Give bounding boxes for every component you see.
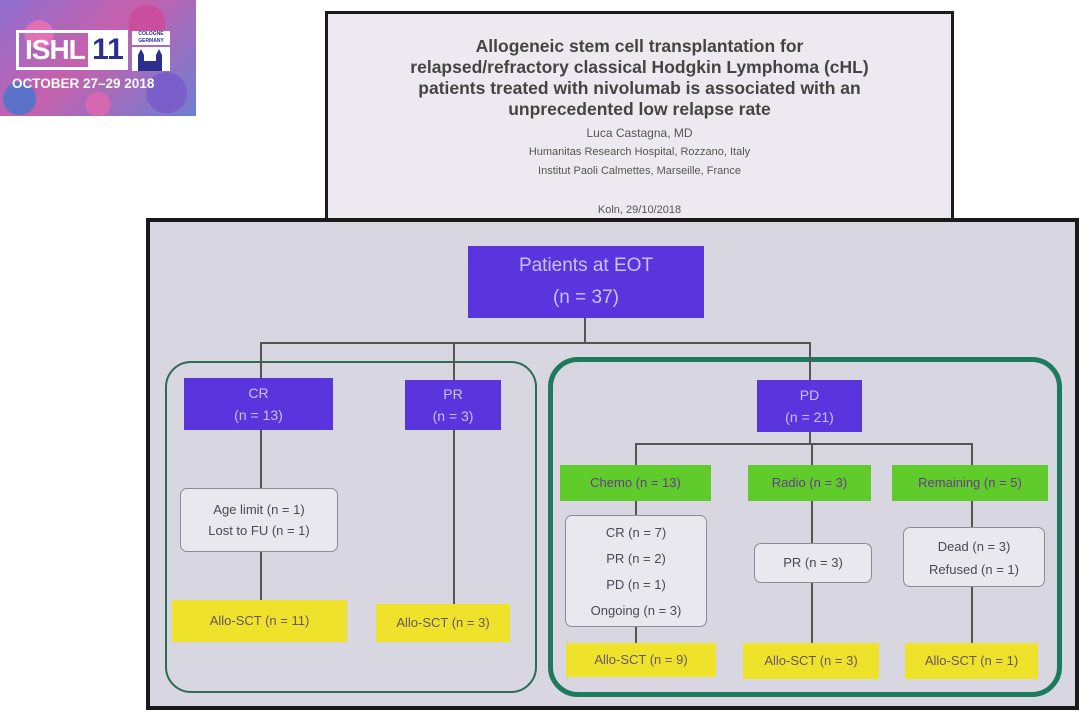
connector [584, 317, 586, 342]
cr-box: CR (n = 13) [184, 378, 333, 430]
box-line: (n = 21) [785, 409, 834, 425]
box-line: Age limit (n = 1) [213, 502, 305, 517]
box-line: PD [799, 387, 820, 403]
pd-box: PD (n = 21) [757, 380, 862, 432]
title-slide: Allogeneic stem cell transplantation for… [325, 11, 954, 223]
box-line: PR (n = 2) [606, 551, 666, 566]
chemo-box: Chemo (n = 13) [560, 465, 711, 501]
connector [811, 583, 813, 643]
box-line: CR (n = 7) [605, 525, 667, 540]
cr-exclusions-box: Age limit (n = 1) Lost to FU (n = 1) [180, 488, 338, 552]
connector [811, 443, 813, 465]
cathedral-icon [132, 47, 170, 71]
slide-location-date: Koln, 29/10/2018 [597, 204, 682, 216]
logo-city: COLOGNE GERMANY [132, 31, 170, 45]
connector [811, 501, 813, 543]
slide-title-line: Allogeneic stem cell transplantation for [475, 36, 804, 56]
connector [453, 342, 455, 380]
box-line: (n = 37) [552, 287, 619, 308]
slide-affiliation-1: Humanitas Research Hospital, Rozzano, It… [528, 146, 751, 158]
logo-city-line1: COLOGNE [138, 31, 164, 37]
slide-author: Luca Castagna, MD [586, 126, 693, 140]
remaining-box: Remaining (n = 5) [892, 465, 1048, 501]
connector [260, 428, 262, 488]
box-line: PD (n = 1) [606, 577, 666, 592]
remaining-outcomes-box: Dead (n = 3) Refused (n = 1) [903, 527, 1045, 587]
chemo-outcomes-box: CR (n = 7) PR (n = 2) PD (n = 1) Ongoing… [565, 515, 707, 627]
connector [260, 342, 811, 344]
box-line: Ongoing (n = 3) [590, 603, 682, 618]
slide-title-line: unprecedented low relapse rate [508, 99, 771, 119]
ishl-logo: ISHL 11 COLOGNE GERMANY OCTOBER 27–29 20… [0, 0, 196, 116]
box-line: Refused (n = 1) [929, 562, 1019, 577]
box-line: Dead (n = 3) [937, 539, 1011, 554]
pr-allo-sct-box: Allo-SCT (n = 3) [376, 604, 510, 642]
right-group-outline [548, 357, 1062, 697]
logo-dates: OCTOBER 27–29 2018 [12, 76, 155, 91]
box-line: (n = 3) [432, 408, 474, 424]
connector [260, 342, 262, 378]
box-line: PR [443, 386, 463, 402]
logo-ishl-text: ISHL [16, 30, 94, 70]
slide-title: Allogeneic stem cell transplantation for… [338, 36, 941, 120]
connector [971, 501, 973, 527]
logo-city-line2: GERMANY [138, 38, 164, 44]
connector [809, 430, 811, 444]
slide-affiliation-2: Institut Paoli Calmettes, Marseille, Fra… [538, 165, 741, 177]
connector [635, 443, 637, 465]
slide-title-line: patients treated with nivolumab is assoc… [418, 78, 861, 98]
remaining-allo-sct-box: Allo-SCT (n = 1) [905, 643, 1038, 679]
connector [971, 443, 973, 465]
radio-outcome-box: PR (n = 3) [754, 543, 872, 583]
box-line: Patients at EOT [518, 255, 654, 276]
left-group-outline [165, 361, 537, 693]
box-line: (n = 13) [234, 407, 283, 423]
patients-at-eot-box: Patients at EOT (n = 37) [468, 246, 704, 318]
slide-title-line: relapsed/refractory classical Hodgkin Ly… [410, 57, 869, 77]
connector [260, 552, 262, 600]
box-line: CR [248, 385, 269, 401]
logo-edition-number: 11 [88, 30, 128, 70]
box-line: Lost to FU (n = 1) [208, 523, 310, 538]
connector [635, 627, 637, 645]
radio-allo-sct-box: Allo-SCT (n = 3) [743, 643, 879, 679]
cr-allo-sct-box: Allo-SCT (n = 11) [172, 600, 347, 642]
connector [635, 501, 637, 515]
connector [453, 428, 455, 604]
radio-box: Radio (n = 3) [748, 465, 871, 501]
connector [635, 443, 973, 445]
connector [971, 587, 973, 643]
pr-box: PR (n = 3) [405, 380, 501, 430]
flowchart-slide: Patients at EOT (n = 37) CR (n = 13) PR … [146, 218, 1079, 710]
connector [809, 342, 811, 380]
chemo-allo-sct-box: Allo-SCT (n = 9) [566, 643, 716, 677]
